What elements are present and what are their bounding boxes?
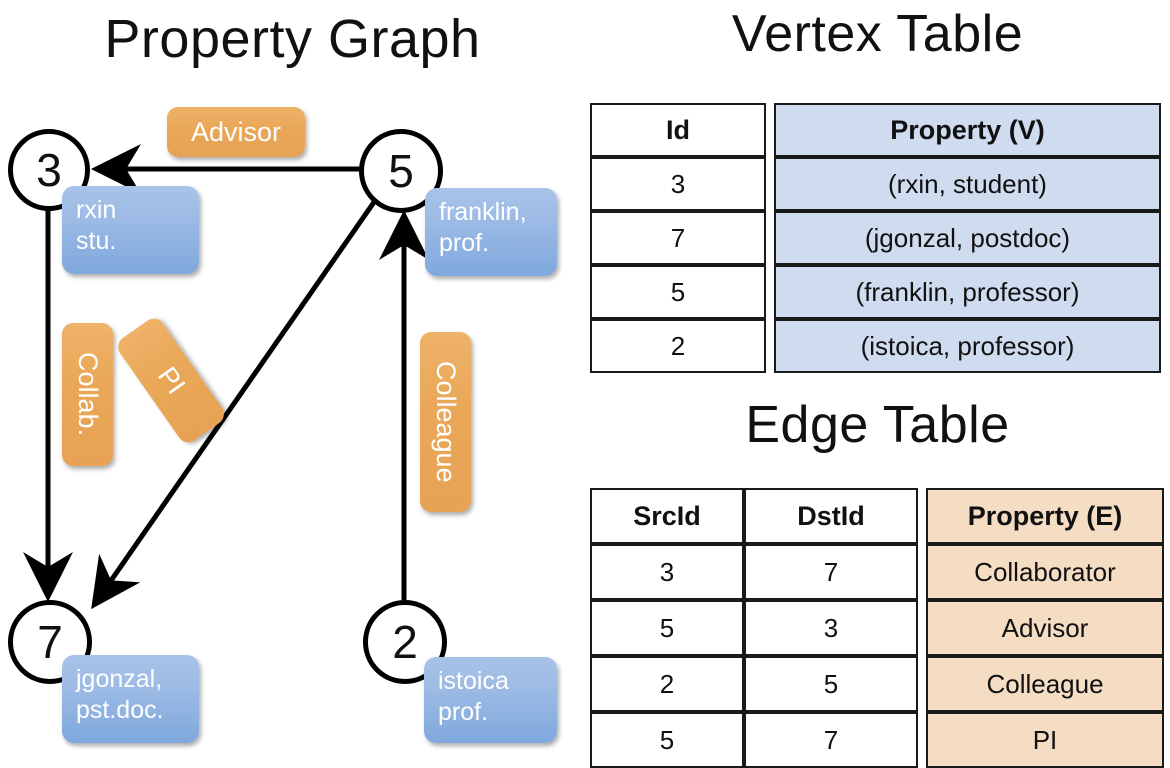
- vertex-table-header-property: Property (V): [774, 103, 1161, 157]
- edge-row-3-gap: [918, 712, 926, 768]
- edge-row-2-property: Colleague: [926, 656, 1164, 712]
- table-row[interactable]: 3 (rxin, student): [590, 157, 1161, 211]
- table-row[interactable]: 5 3 Advisor: [590, 600, 1164, 656]
- vertex-row-0-property: (rxin, student): [774, 157, 1161, 211]
- page-title-edge-table: Edge Table: [745, 396, 1010, 454]
- vertex-row-3-id: 2: [590, 319, 766, 373]
- edge-label-pi-text: PI: [151, 361, 192, 400]
- property-graph-diagram: 3 5 7 2 rxin stu. franklin, prof. jgonza…: [0, 0, 585, 760]
- vertex-row-2-id: 5: [590, 265, 766, 319]
- vertex-row-2-property: (franklin, professor): [774, 265, 1161, 319]
- edge-row-1-src: 5: [590, 600, 744, 656]
- edge-label-advisor-text: Advisor: [190, 116, 282, 147]
- edge-row-2-dst: 5: [744, 656, 918, 712]
- vertex-property-box-2[interactable]: istoica prof.: [424, 657, 557, 743]
- vertex-property-box-2-line1: istoica: [438, 667, 509, 695]
- vertex-row-1-property: (jgonzal, postdoc): [774, 211, 1161, 265]
- vertex-row-0-id: 3: [590, 157, 766, 211]
- vertex-property-box-5-line2: prof.: [439, 228, 490, 257]
- vertex-property-box-7-line2: pst.doc.: [76, 695, 164, 724]
- table-row[interactable]: 2 (istoica, professor): [590, 319, 1161, 373]
- vertex-property-box-7[interactable]: jgonzal, pst.doc.: [62, 655, 199, 743]
- vertex-property-box-3-line1: rxin: [76, 196, 117, 224]
- vertex-property-box-2-line2: prof.: [438, 697, 489, 726]
- edge-table-header-property: Property (E): [926, 488, 1164, 544]
- graph-edges-svg: [23, 144, 429, 610]
- edge-row-2-src: 2: [590, 656, 744, 712]
- vertex-table: Id Property (V) 3 (rxin, student) 7 (jgo…: [590, 103, 1161, 373]
- table-row[interactable]: 7 (jgonzal, postdoc): [590, 211, 1161, 265]
- vertex-row-2-gap: [766, 265, 774, 319]
- table-row[interactable]: 3 7 Collaborator: [590, 544, 1164, 600]
- page-title-property-graph: Property Graph: [104, 9, 481, 69]
- edge-label-collab[interactable]: Collab.: [62, 323, 113, 466]
- vertex-table-column-gap: [766, 103, 774, 157]
- edge-row-1-dst: 3: [744, 600, 918, 656]
- edge-label-colleague[interactable]: Colleague: [420, 332, 471, 512]
- graph-node-2-label: 2: [392, 616, 418, 668]
- vertex-property-box-3-line2: stu.: [76, 226, 117, 255]
- graph-node-2[interactable]: 2: [363, 600, 447, 684]
- graph-node-5-label: 5: [388, 145, 414, 197]
- vertex-table-header-id: Id: [590, 103, 766, 157]
- vertex-row-3-property: (istoica, professor): [774, 319, 1161, 373]
- vertex-row-0-gap: [766, 157, 774, 211]
- edge-row-0-property: Collaborator: [926, 544, 1164, 600]
- edge-row-1-gap: [918, 600, 926, 656]
- graph-node-3-label: 3: [36, 144, 62, 196]
- vertex-table-header-row: Id Property (V): [590, 103, 1161, 157]
- vertex-row-3-gap: [766, 319, 774, 373]
- vertex-row-1-gap: [766, 211, 774, 265]
- table-row[interactable]: 2 5 Colleague: [590, 656, 1164, 712]
- edge-row-0-gap: [918, 544, 926, 600]
- table-row[interactable]: 5 7 PI: [590, 712, 1164, 768]
- edge-row-0-dst: 7: [744, 544, 918, 600]
- graph-node-7-label: 7: [37, 616, 63, 668]
- vertex-property-box-5[interactable]: franklin, prof.: [425, 188, 557, 276]
- edge-table-header-row: SrcId DstId Property (E): [590, 488, 1164, 544]
- edge-row-2-gap: [918, 656, 926, 712]
- edge-label-advisor[interactable]: Advisor: [167, 107, 305, 157]
- edge-row-1-property: Advisor: [926, 600, 1164, 656]
- page-title-vertex-table: Vertex Table: [731, 5, 1024, 63]
- vertex-property-box-3[interactable]: rxin stu.: [62, 186, 199, 274]
- vertex-property-box-5-line1: franklin,: [439, 198, 527, 226]
- vertex-row-1-id: 7: [590, 211, 766, 265]
- edge-label-collab-text: Collab.: [73, 352, 103, 437]
- edge-label-colleague-text: Colleague: [431, 361, 461, 483]
- edge-table-header-srcid: SrcId: [590, 488, 744, 544]
- edge-table: SrcId DstId Property (E) 3 7 Collaborato…: [590, 488, 1164, 768]
- edge-5-to-7: [91, 190, 384, 610]
- edge-row-0-src: 3: [590, 544, 744, 600]
- table-row[interactable]: 5 (franklin, professor): [590, 265, 1161, 319]
- edge-row-3-property: PI: [926, 712, 1164, 768]
- edge-table-column-gap: [918, 488, 926, 544]
- vertex-property-box-7-line1: jgonzal,: [76, 665, 163, 693]
- edge-table-header-dstid: DstId: [744, 488, 918, 544]
